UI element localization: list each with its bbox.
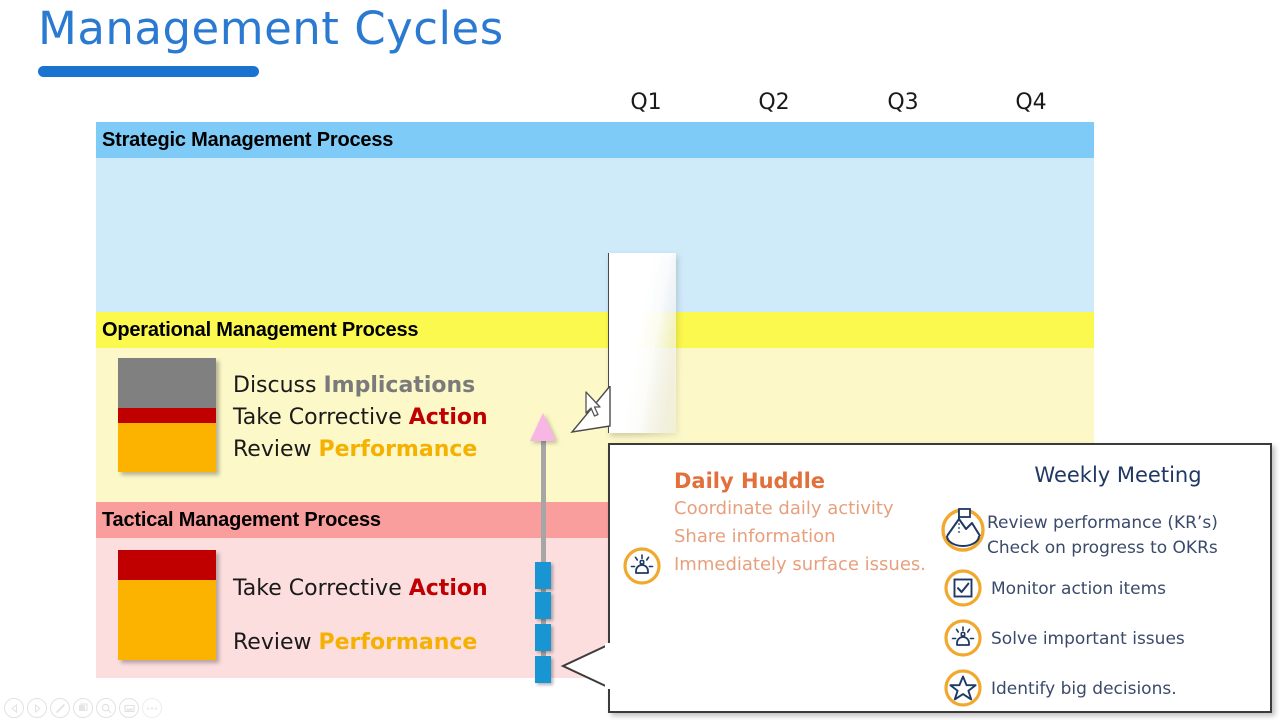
bullet-lead: Discuss xyxy=(233,373,324,398)
bullet-emphasis: Performance xyxy=(318,630,478,655)
quarter-label-q1: Q1 xyxy=(630,90,662,115)
bullet-list-operational: Discuss Implications Take Corrective Act… xyxy=(233,370,488,466)
daily-huddle-line: Immediately surface issues. xyxy=(674,554,926,575)
notes-button[interactable] xyxy=(119,698,139,718)
quarter-label-q3: Q3 xyxy=(887,90,919,115)
slides-button[interactable] xyxy=(73,698,93,718)
presentation-toolbar[interactable] xyxy=(4,698,162,718)
band-body-strategic xyxy=(96,158,1094,312)
alarm-siren-icon xyxy=(944,619,982,657)
stack-segment xyxy=(118,408,216,423)
weekly-meeting-item: Identify big decisions. xyxy=(943,677,1177,702)
title-underline xyxy=(38,66,259,77)
mouse-cursor-icon xyxy=(585,391,601,417)
weekly-meeting-item: Review performance (KR’s) Check on progr… xyxy=(939,511,1218,561)
daily-huddle-line: Share information xyxy=(674,526,836,547)
bullet-row: Take Corrective Action xyxy=(233,402,488,434)
timeline-tick xyxy=(535,592,551,619)
bullet-lead: Review xyxy=(233,437,319,462)
weekly-item-line: Identify big decisions. xyxy=(991,679,1177,699)
stack-icon-operational xyxy=(118,358,216,472)
stack-segment xyxy=(118,358,216,408)
ghost-callout-shape xyxy=(608,253,676,433)
timeline-tick xyxy=(535,562,551,589)
pen-button[interactable] xyxy=(50,698,70,718)
mountain-flag-icon xyxy=(941,508,985,552)
bullet-lead: Take Corrective xyxy=(233,405,409,430)
more-options-button[interactable] xyxy=(142,698,162,718)
stack-icon-tactical xyxy=(118,550,216,660)
star-icon xyxy=(944,669,982,707)
bullet-emphasis: Action xyxy=(408,576,488,601)
band-header-strategic: Strategic Management Process xyxy=(96,122,1094,158)
weekly-item-line: Check on progress to OKRs xyxy=(987,538,1218,558)
stack-segment xyxy=(118,423,216,472)
zoom-button[interactable] xyxy=(96,698,116,718)
previous-button[interactable] xyxy=(4,698,24,718)
weekly-item-line: Solve important issues xyxy=(991,629,1185,649)
stack-segment xyxy=(118,550,216,580)
band-header-operational: Operational Management Process xyxy=(96,312,1094,348)
stack-segment xyxy=(118,580,216,660)
play-button[interactable] xyxy=(27,698,47,718)
weekly-item-line: Monitor action items xyxy=(991,579,1167,599)
detail-callout-box: Daily Huddle Coordinate daily activity S… xyxy=(608,443,1272,713)
weekly-item-line: Review performance (KR’s) xyxy=(987,513,1218,533)
bullet-row: Take Corrective Action xyxy=(233,562,488,616)
bullet-row: Review Performance xyxy=(233,616,488,670)
page-title: Management Cycles xyxy=(38,2,504,55)
timeline-stem xyxy=(541,436,546,676)
timeline-tick xyxy=(535,656,551,683)
bullet-lead: Take Corrective xyxy=(233,576,409,601)
weekly-meeting-column: Weekly Meeting xyxy=(968,463,1268,489)
weekly-meeting-item: Monitor action items xyxy=(943,577,1166,602)
bullet-row: Discuss Implications xyxy=(233,370,488,402)
callout-pointer xyxy=(560,643,611,689)
bullet-emphasis: Performance xyxy=(318,437,478,462)
weekly-meeting-item: Solve important issues xyxy=(943,627,1185,652)
bullet-row: Review Performance xyxy=(233,434,488,466)
alarm-siren-icon xyxy=(623,547,661,585)
checkbox-icon xyxy=(944,569,982,607)
daily-huddle-title: Daily Huddle xyxy=(674,469,826,493)
timeline-tick xyxy=(535,624,551,651)
weekly-meeting-title: Weekly Meeting xyxy=(1034,463,1202,487)
bullet-emphasis: Action xyxy=(408,405,488,430)
bullet-list-tactical: Take Corrective Action Review Performanc… xyxy=(233,562,488,670)
bullet-lead: Review xyxy=(233,630,319,655)
quarter-label-q4: Q4 xyxy=(1015,90,1047,115)
timeline-arrow-head-icon xyxy=(530,413,556,441)
daily-huddle-column: Daily Huddle Coordinate daily activity S… xyxy=(674,469,974,579)
daily-huddle-line: Coordinate daily activity xyxy=(674,498,894,519)
quarter-label-q2: Q2 xyxy=(758,90,790,115)
bullet-emphasis: Implications xyxy=(323,373,476,398)
